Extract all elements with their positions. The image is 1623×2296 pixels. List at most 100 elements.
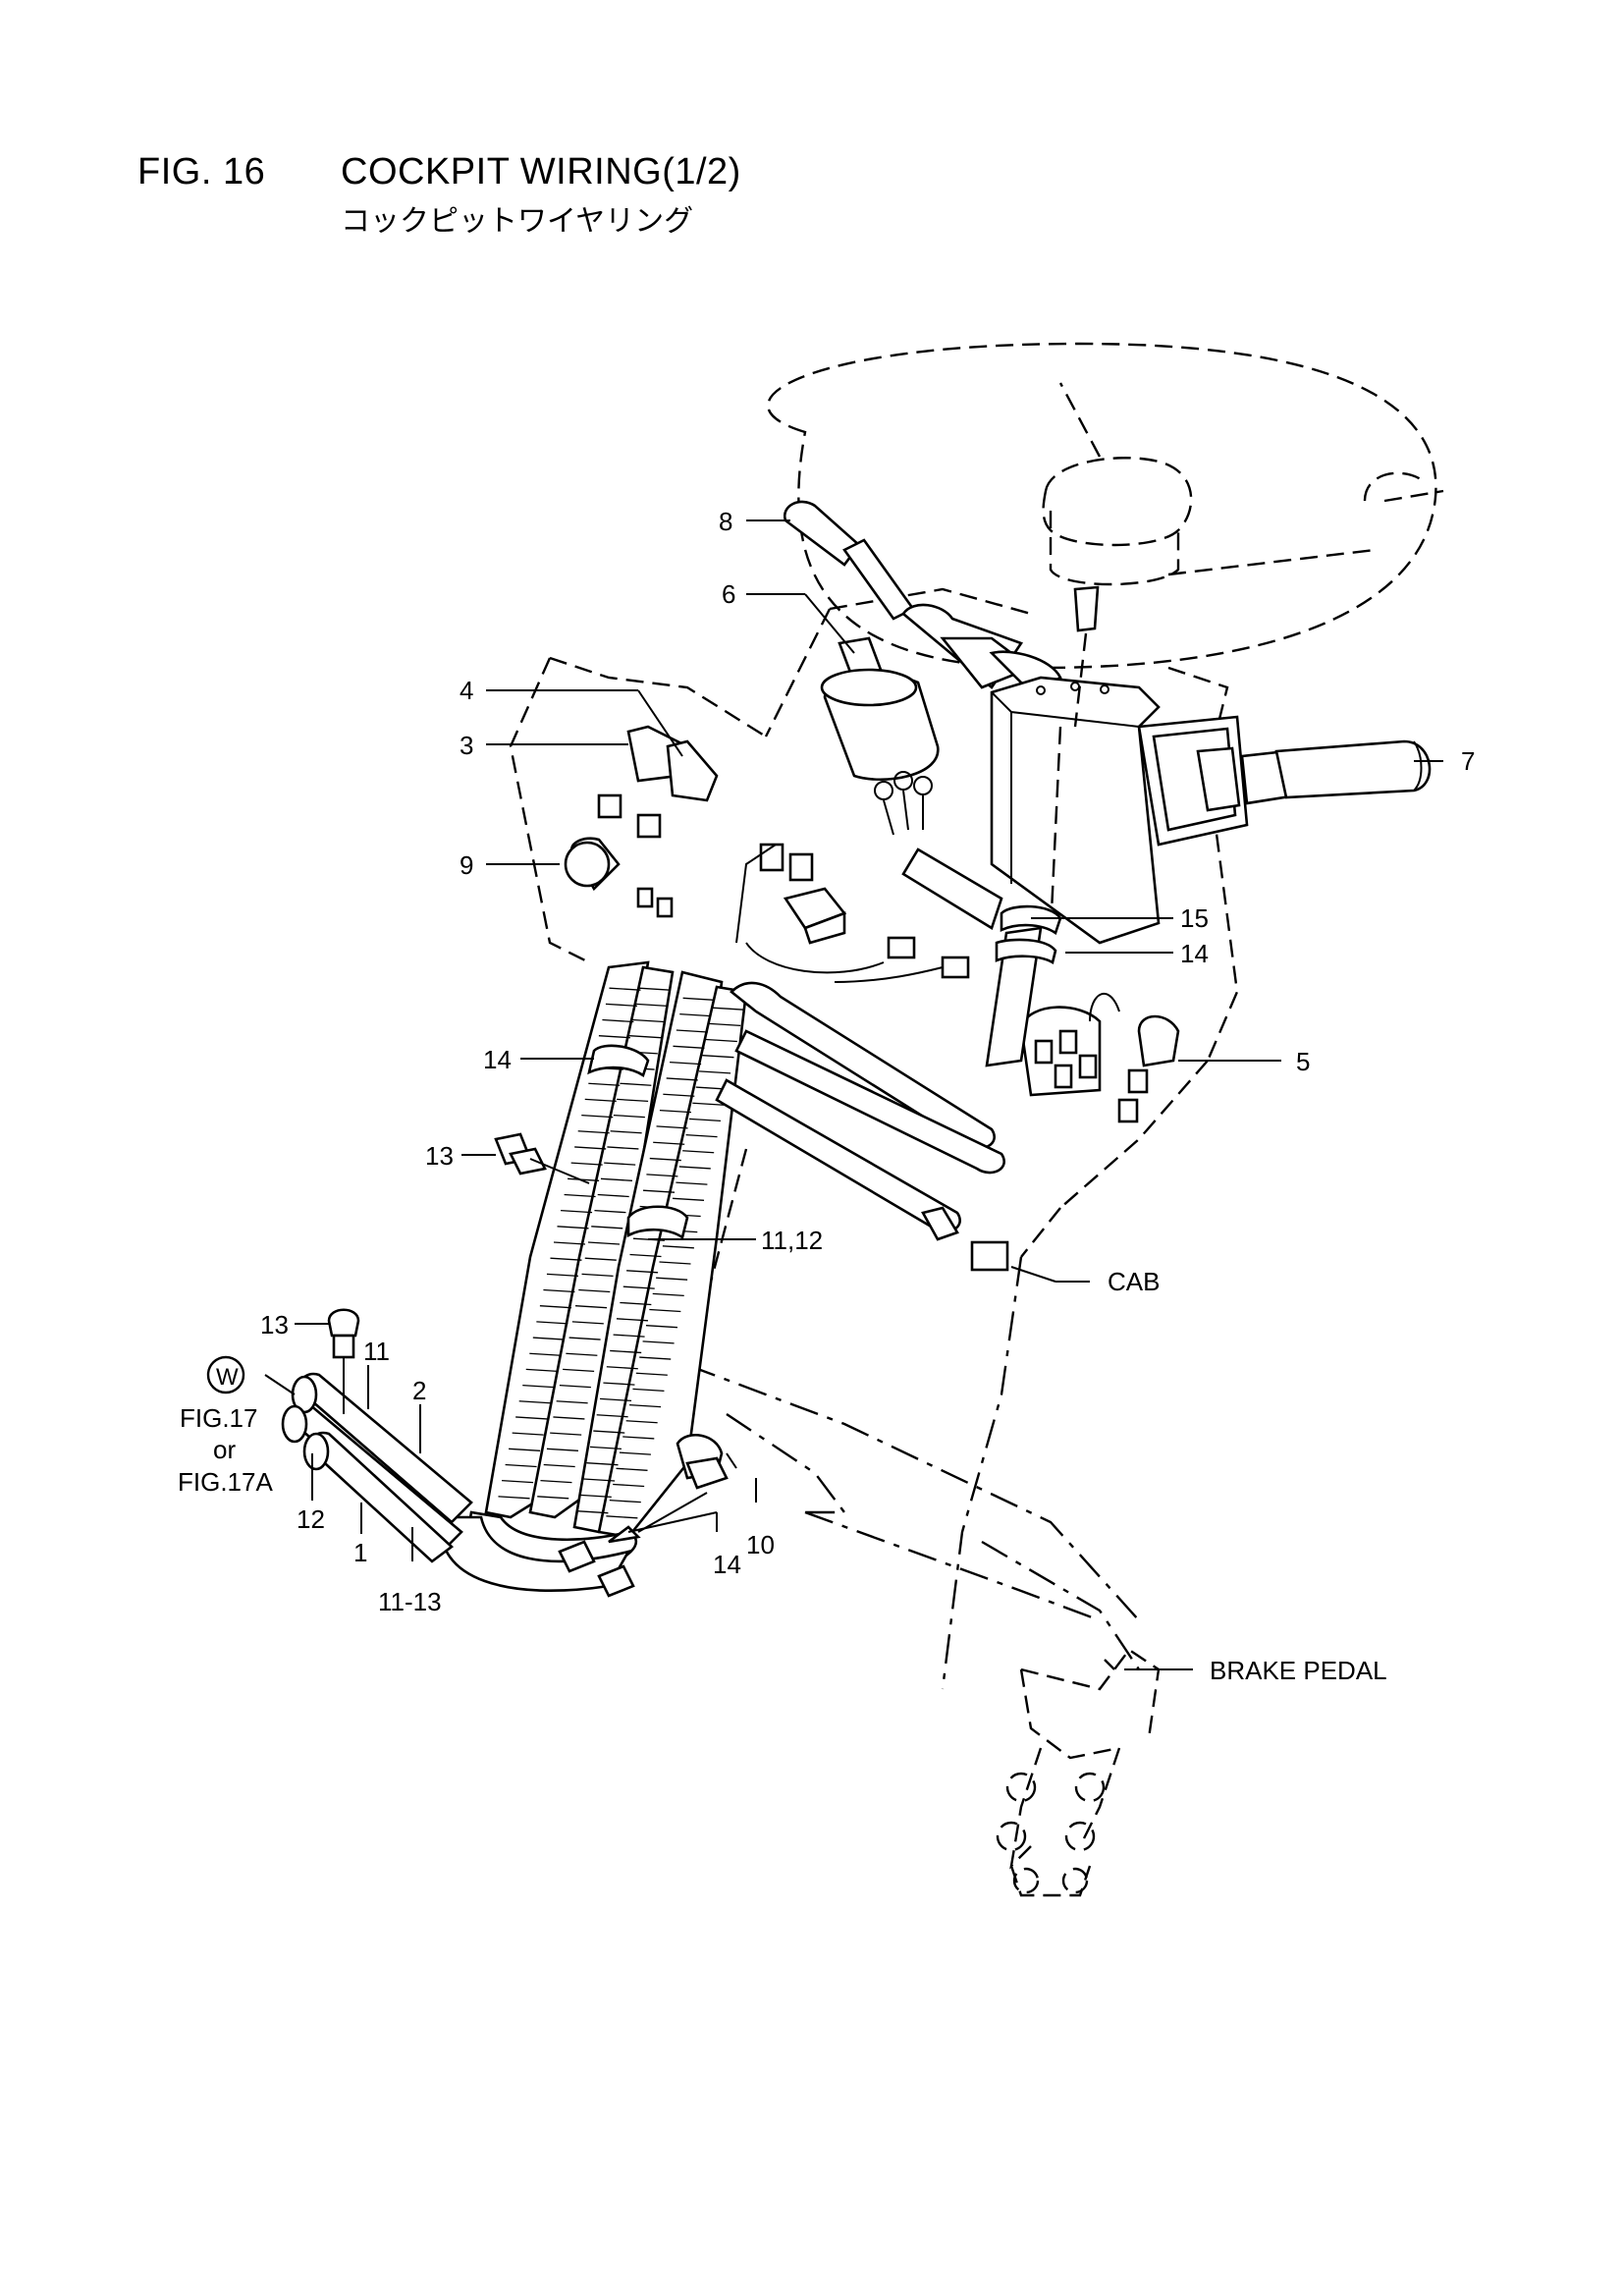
- tube-rib: [546, 1448, 578, 1451]
- tube-rib: [682, 997, 715, 1001]
- callout-10: 10: [746, 1530, 775, 1559]
- tube-rib: [525, 1368, 558, 1373]
- callout-14-right: 14: [1180, 939, 1209, 968]
- callout-11-top: 11: [363, 1337, 390, 1366]
- connectors-3-4: [564, 725, 719, 918]
- tube-rib: [537, 1496, 569, 1500]
- tube-rib: [600, 1177, 632, 1181]
- tube-rib: [550, 1257, 582, 1261]
- tube-rib: [598, 1035, 630, 1039]
- tube-rib: [586, 1462, 619, 1466]
- tube-rib: [670, 1061, 702, 1066]
- tube-rib: [613, 1334, 645, 1338]
- tube-rib: [662, 1245, 694, 1249]
- callout-2: 2: [412, 1376, 426, 1405]
- callout-6: 6: [722, 579, 735, 609]
- tube-rib: [619, 1451, 651, 1455]
- tube-rib: [646, 1174, 678, 1177]
- tube-rib: [653, 1141, 685, 1145]
- tube-rib: [518, 1400, 551, 1404]
- end-plugs: [558, 1206, 1009, 1598]
- tube-rib: [556, 1400, 588, 1404]
- callout-8: 8: [719, 507, 732, 536]
- tube-rib: [579, 1494, 612, 1499]
- tube-rib: [609, 1499, 641, 1503]
- tube-rib: [656, 1277, 688, 1281]
- tube-rib: [553, 1416, 585, 1420]
- tube-rib: [597, 1193, 629, 1198]
- tube-rib: [578, 1288, 611, 1293]
- w-circle-icon: [206, 1355, 245, 1394]
- tube-rib: [532, 1337, 565, 1340]
- tube-rib: [610, 1349, 642, 1354]
- tube-rib: [642, 1340, 675, 1344]
- tube-rib: [673, 1045, 705, 1049]
- tube-rib: [605, 1003, 637, 1008]
- tube-rib: [639, 1356, 672, 1360]
- tube-rib: [635, 1372, 668, 1376]
- callout-13-lower: 13: [260, 1310, 289, 1339]
- tube-rib: [638, 987, 671, 991]
- w-label: W: [216, 1364, 239, 1391]
- tube-rib: [512, 1432, 544, 1436]
- column-outline: [509, 587, 1239, 1690]
- tube-rib: [609, 987, 641, 991]
- tube-rib: [587, 1241, 621, 1245]
- callout-14-left: 14: [483, 1045, 512, 1074]
- tube-rib: [666, 1077, 698, 1081]
- tube-rib: [574, 1146, 607, 1150]
- callout-9: 9: [460, 850, 473, 880]
- connectors-center: [735, 843, 970, 983]
- tube-rib: [505, 1463, 537, 1468]
- tube-rib: [543, 1288, 575, 1293]
- tube-rib: [676, 1029, 708, 1033]
- tube-rib: [581, 1114, 614, 1119]
- tube-rib: [626, 1270, 659, 1274]
- tube-rib: [589, 1446, 622, 1450]
- tube-rib: [692, 1102, 725, 1106]
- tube-rib: [571, 1321, 604, 1325]
- tube-rib: [576, 1510, 609, 1514]
- tube-rib: [553, 1241, 586, 1245]
- tube-rib: [591, 1226, 623, 1230]
- tube-rib: [649, 1157, 681, 1162]
- tube-rib: [557, 1226, 589, 1230]
- callout-cab: CAB: [1108, 1267, 1160, 1296]
- tube-rib: [602, 1018, 634, 1023]
- tube-rib: [606, 1515, 638, 1519]
- steering-wheel: [767, 342, 1444, 670]
- tube-rib: [712, 1007, 744, 1011]
- tube-rib: [676, 1181, 708, 1185]
- tube-rib: [635, 1003, 668, 1008]
- tube-rib: [540, 1479, 572, 1484]
- tube-rib: [629, 1035, 662, 1039]
- tube-rib: [604, 1162, 636, 1166]
- callout-3: 3: [460, 731, 473, 760]
- tube-rib: [588, 1082, 621, 1086]
- tube-rib: [629, 1253, 662, 1258]
- callout-brake-pedal: BRAKE PEDAL: [1210, 1656, 1387, 1685]
- callout-12: 12: [297, 1504, 325, 1534]
- tube-rib: [702, 1055, 734, 1059]
- or-label: or: [213, 1435, 236, 1464]
- callout-11-12: 11,12: [761, 1226, 823, 1255]
- tube-rib: [543, 1463, 575, 1468]
- tube-rib: [613, 1114, 645, 1119]
- tube-rib: [649, 1308, 681, 1313]
- tube-rib: [583, 1478, 616, 1482]
- tube-rib: [632, 1018, 665, 1023]
- tube-rib: [559, 1384, 591, 1389]
- tube-rib: [617, 1098, 649, 1103]
- brake-switch-10: [608, 1434, 737, 1544]
- callout-15: 15: [1180, 903, 1209, 933]
- tube-rib: [539, 1305, 571, 1309]
- tube-rib: [561, 1209, 593, 1214]
- tube-rib: [522, 1384, 555, 1389]
- tube-rib: [564, 1193, 596, 1198]
- tube-rib: [600, 1397, 632, 1402]
- tube-rib: [678, 1166, 711, 1170]
- tube-rib: [584, 1098, 617, 1103]
- tube-rib: [529, 1352, 562, 1356]
